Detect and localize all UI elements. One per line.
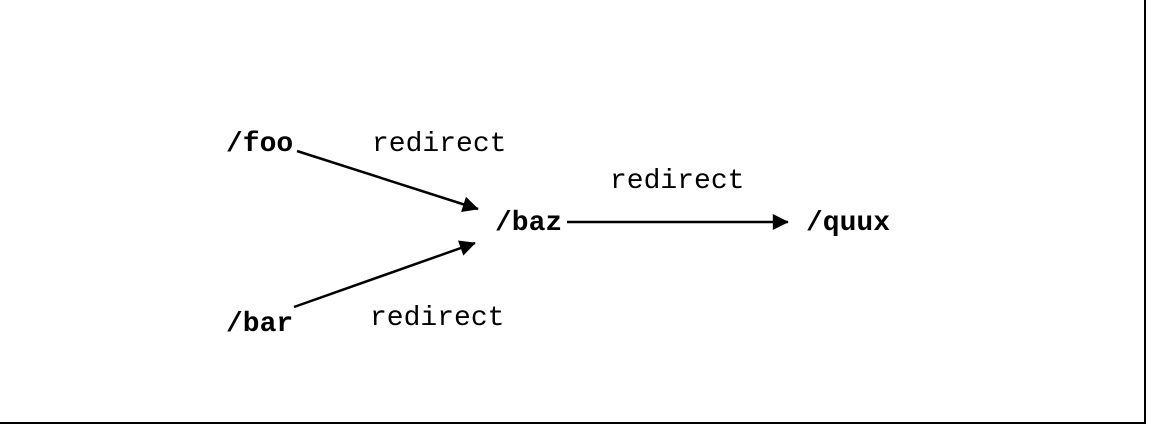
node-baz: /baz (495, 208, 563, 239)
node-bar: /bar (226, 309, 294, 340)
frame-border-right (1144, 0, 1146, 424)
edge-label-foo-to-baz: redirect (372, 129, 507, 160)
node-quux: /quux (806, 208, 891, 239)
edge-label-bar-to-baz: redirect (370, 303, 505, 334)
node-foo: /foo (226, 129, 294, 160)
arrow-foo-to-baz (296, 149, 479, 212)
frame-border-bottom (0, 422, 1146, 424)
arrow-bar-to-baz (293, 240, 476, 309)
edge-label-baz-to-quux: redirect (610, 166, 745, 197)
